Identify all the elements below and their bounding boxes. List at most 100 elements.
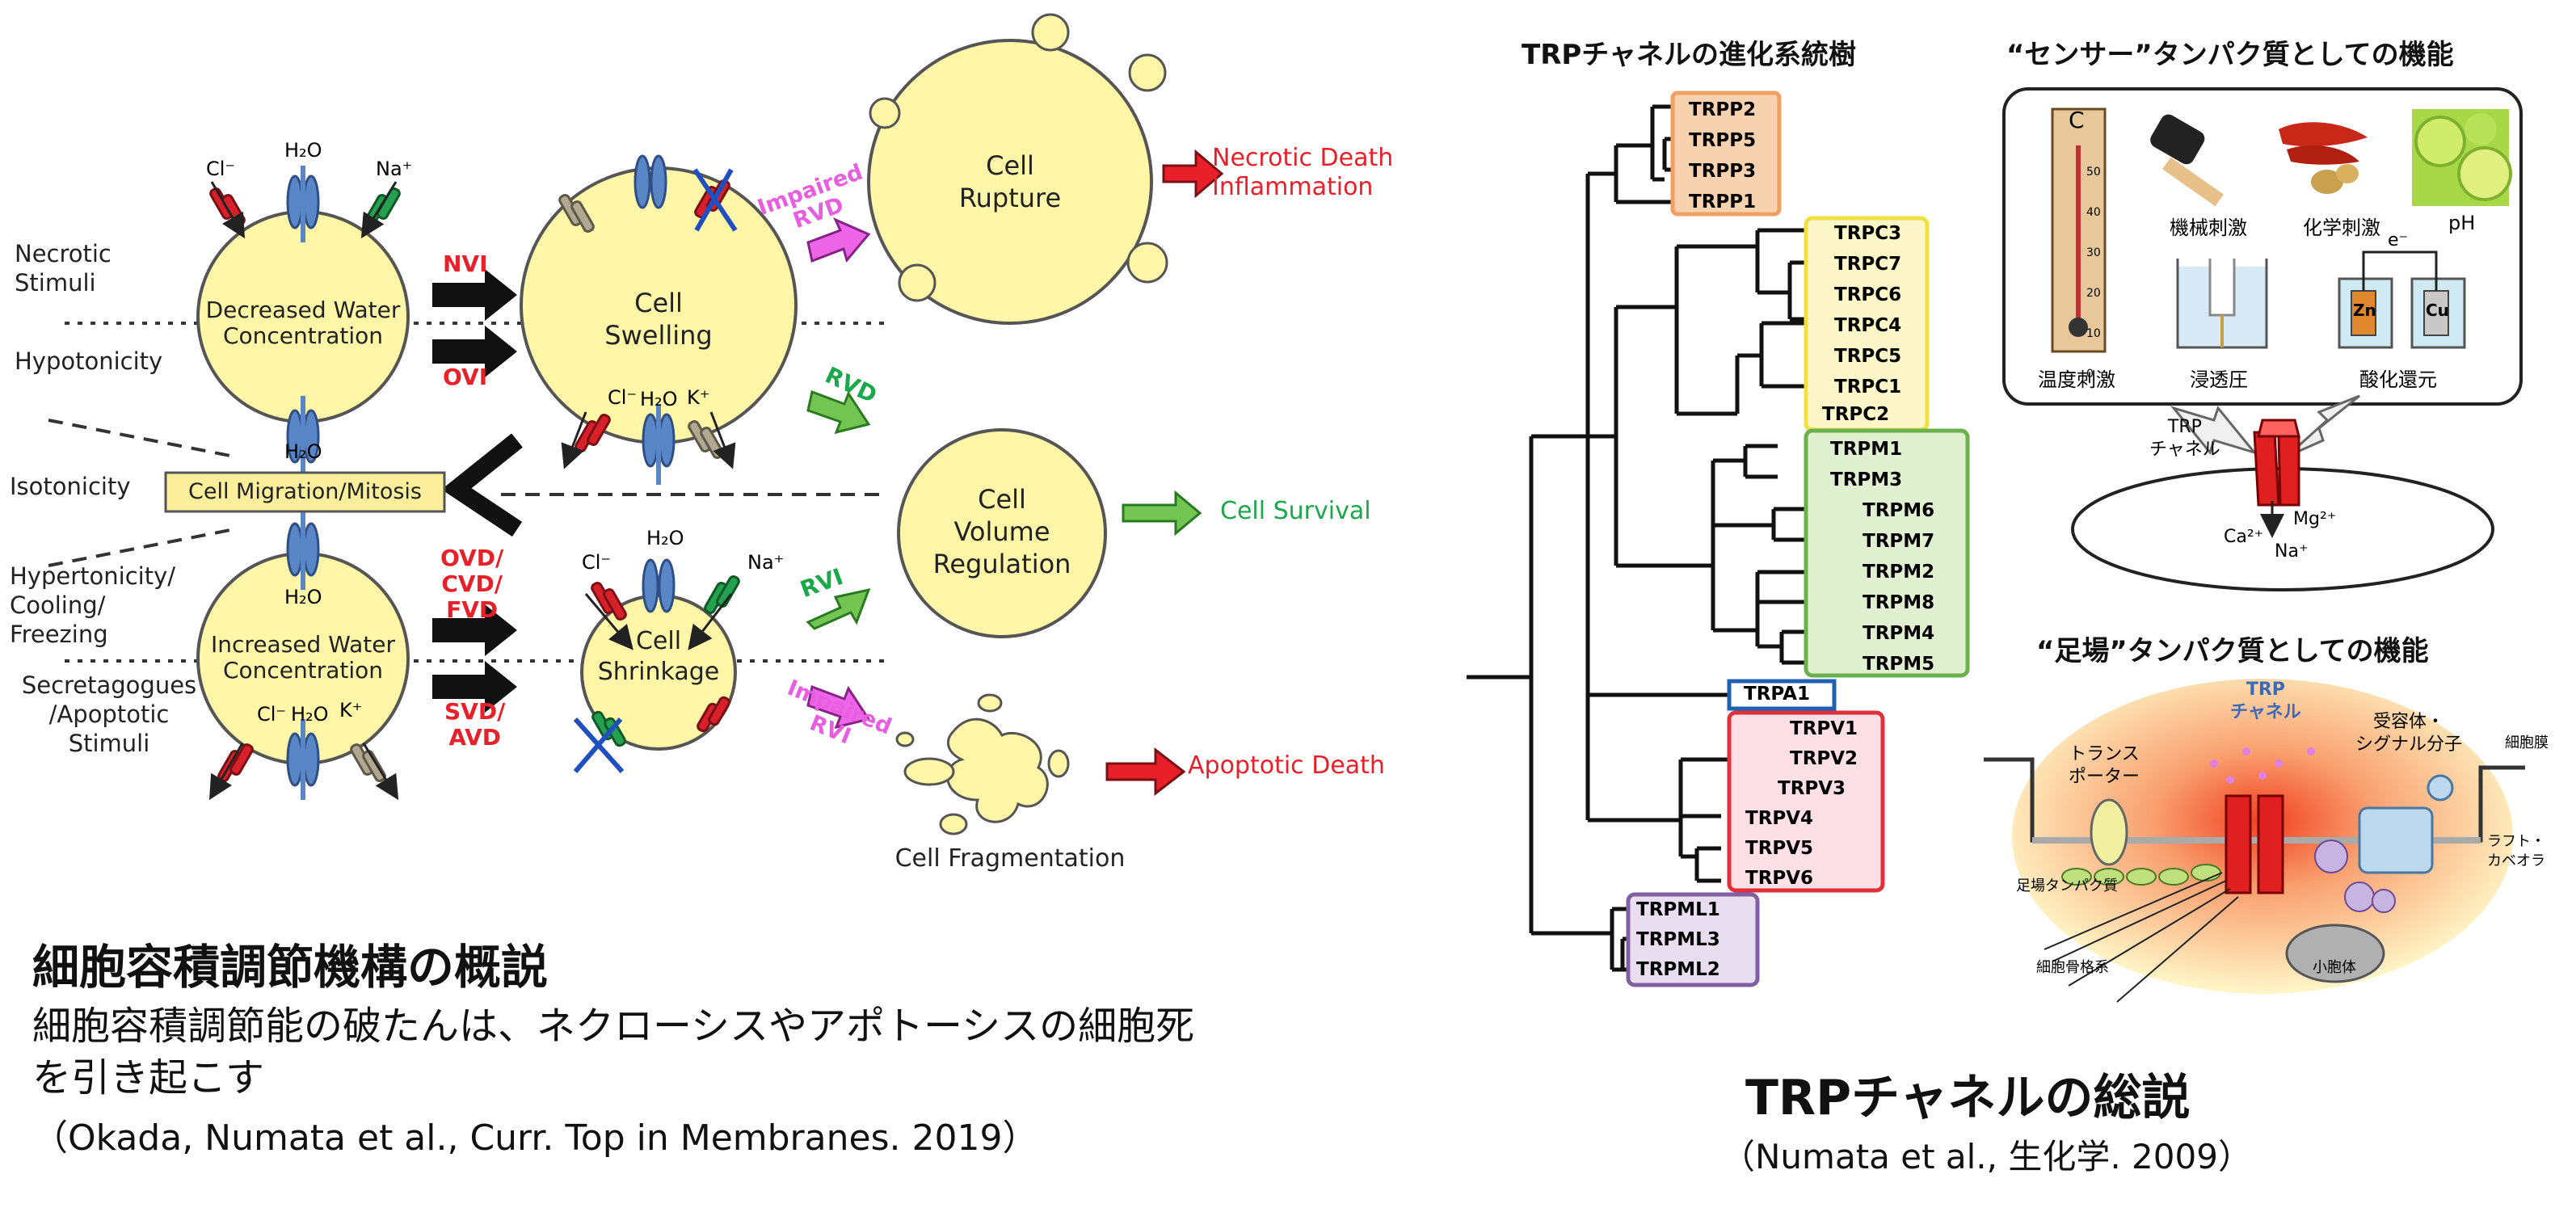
left-caption-title: 細胞容積調節機構の概説 bbox=[32, 940, 549, 995]
trpm-list: TRPM1 TRPM3 TRPM6 TRPM7 TRPM2 TRPM8 TRPM… bbox=[1806, 434, 1968, 680]
trp-label: TRPC4 bbox=[1834, 315, 1902, 336]
scaffold-illustration bbox=[1984, 679, 2525, 1003]
tree-title: TRPチャネルの進化系統樹 bbox=[1522, 39, 1856, 71]
trp-label: TRPM5 bbox=[1863, 654, 1935, 675]
ion-cl-2: Cl⁻ bbox=[257, 703, 287, 726]
ca-label: Ca²⁺ bbox=[2224, 527, 2264, 547]
nvi-label: NVI bbox=[443, 250, 488, 277]
thermo-unit: C bbox=[2069, 107, 2085, 133]
left-labels: Necrotic Stimuli Hypotonicity Isotonicit… bbox=[10, 139, 1393, 1159]
ion-k-1: K⁺ bbox=[339, 699, 363, 722]
trp-label: TRPV5 bbox=[1745, 838, 1814, 859]
ion-k-2: K⁺ bbox=[687, 386, 710, 409]
receptor-label: 受容体・ シグナル分子 bbox=[2355, 712, 2463, 755]
trp-label: TRPM1 bbox=[1830, 439, 1903, 460]
secretagogues-label: Secretagogues /Apoptotic Stimuli bbox=[21, 671, 197, 757]
cytoskeleton-label: 細胞骨格系 bbox=[2036, 959, 2109, 976]
necrotic-stimuli-label: Necrotic Stimuli bbox=[15, 240, 112, 297]
electron-label: e⁻ bbox=[2388, 230, 2409, 250]
zn-label: Zn bbox=[2353, 301, 2376, 320]
lime-icon bbox=[2412, 109, 2512, 206]
redox-label: 酸化還元 bbox=[2359, 368, 2437, 391]
trp-label: TRPV4 bbox=[1745, 808, 1814, 829]
trp-label: TRPV2 bbox=[1790, 748, 1858, 769]
cell-survival-label: Cell Survival bbox=[1220, 497, 1371, 525]
trp-label: TRPP3 bbox=[1689, 161, 1757, 182]
sensor-title: “センサー”タンパク質としての機能 bbox=[2006, 39, 2454, 71]
membrane-label: 細胞膜 bbox=[2505, 734, 2549, 751]
trpa-box bbox=[1727, 679, 1837, 711]
fragmentation-cells bbox=[895, 693, 1070, 835]
temp-label: 温度刺激 bbox=[2038, 368, 2115, 391]
trp-label: TRPC7 bbox=[1834, 254, 1902, 275]
trp-label-trpa1: TRPA1 bbox=[1744, 684, 1810, 705]
trp-label: TRPM6 bbox=[1863, 500, 1935, 521]
trpm-box bbox=[1804, 428, 1970, 678]
osmosis-icon bbox=[2176, 259, 2268, 349]
trp-label: TRPV1 bbox=[1790, 718, 1858, 739]
ion-h2o-5: H₂O bbox=[640, 388, 678, 410]
shrinkage-label: Cell Shrinkage bbox=[597, 627, 720, 686]
volume-regulation-label: Cell Volume Regulation bbox=[932, 484, 1071, 579]
isotonicity-label: Isotonicity bbox=[10, 473, 131, 500]
trpc-box bbox=[1804, 216, 1930, 432]
rvi-label: RVI bbox=[796, 562, 847, 604]
ovi-label: OVI bbox=[443, 364, 488, 390]
scaffold-protein-label: 足場タンパク質 bbox=[2016, 877, 2118, 894]
ion-cl-1: Cl⁻ bbox=[206, 158, 236, 180]
trpp-box bbox=[1670, 90, 1782, 217]
hypertonicity-label: Hypertonicity/ Cooling/ Freezing bbox=[10, 562, 175, 648]
trpv-box bbox=[1727, 710, 1885, 893]
impaired-rvd-label: Impaired RVD bbox=[754, 159, 866, 234]
trpml-box bbox=[1626, 892, 1760, 987]
ph-label: pH bbox=[2448, 212, 2476, 234]
trp-label: TRPC1 bbox=[1834, 377, 1902, 398]
trp-label: TRPML2 bbox=[1636, 959, 1720, 980]
ion-h2o-3: H₂O bbox=[284, 586, 322, 608]
mg-label: Mg²⁺ bbox=[2293, 509, 2337, 529]
trp-label: TRPV6 bbox=[1745, 868, 1814, 889]
osmo-label: 浸透圧 bbox=[2190, 368, 2248, 391]
trp-label: TRPM4 bbox=[1863, 623, 1935, 644]
fragmentation-label: Cell Fragmentation bbox=[894, 844, 1126, 873]
trp-label: TRPC3 bbox=[1834, 223, 1902, 244]
swelling-label: Cell Swelling bbox=[604, 288, 713, 351]
increased-water-label: Increased Water Concentration bbox=[211, 631, 395, 684]
trp-label: TRPC5 bbox=[1834, 346, 1902, 367]
lightning-left bbox=[2170, 405, 2258, 456]
apoptotic-death-label: Apoptotic Death bbox=[1188, 751, 1385, 780]
ion-na-1: Na⁺ bbox=[376, 158, 413, 180]
chili-icon bbox=[2279, 122, 2368, 194]
transporter-label: トランス ポーター bbox=[2069, 744, 2140, 787]
thermo-ticks: 50 40 30 20 10 0 bbox=[2086, 166, 2101, 381]
volume-regulation-cell bbox=[897, 428, 1107, 638]
trp-label: TRPV3 bbox=[1778, 778, 1846, 799]
left-caption-text: 細胞容積調節能の破たんは、ネクローシスやアポトーシスの細胞死 を引き起こす bbox=[32, 1004, 1195, 1100]
cu-label: Cu bbox=[2426, 301, 2449, 320]
trpc-list: TRPC3 TRPC7 TRPC6 TRPC4 TRPC5 TRPC1 bbox=[1834, 218, 1901, 402]
trp-label: TRPML1 bbox=[1636, 899, 1720, 920]
ion-cl-4: Cl⁻ bbox=[582, 551, 612, 574]
phylogenetic-tree bbox=[1467, 104, 1830, 972]
ion-na-2: Na⁺ bbox=[747, 551, 785, 574]
sensor-panel bbox=[2002, 87, 2523, 406]
rupture-cell bbox=[867, 13, 1168, 325]
trp-label: TRPP1 bbox=[1689, 191, 1757, 213]
trpp-list: TRPP2 TRPP5 TRPP3 TRPP1 bbox=[1689, 95, 1756, 217]
migration-label: Cell Migration/Mitosis bbox=[188, 479, 422, 504]
ion-h2o-2: H₂O bbox=[284, 440, 322, 463]
rupture-label: Cell Rupture bbox=[958, 150, 1062, 213]
trp-label: TRPM2 bbox=[1863, 562, 1935, 583]
process-arrows bbox=[432, 269, 517, 713]
redox-icon bbox=[2338, 250, 2466, 349]
impaired-rvi-label: Impaired RVI bbox=[783, 675, 895, 750]
na-label: Na⁺ bbox=[2275, 541, 2309, 562]
trp-label: TRPC6 bbox=[1834, 284, 1902, 305]
mech-label: 機械刺激 bbox=[2170, 217, 2247, 239]
ion-cl-3: Cl⁻ bbox=[608, 386, 638, 409]
trp-label-trpc2: TRPC2 bbox=[1822, 404, 1890, 425]
aquaporin-channels bbox=[286, 154, 676, 787]
vesicle-label: 小胞体 bbox=[2313, 959, 2356, 976]
trp-label: TRPP5 bbox=[1689, 130, 1757, 151]
right-caption-title: TRPチャネルの総説 bbox=[1745, 1070, 2191, 1126]
